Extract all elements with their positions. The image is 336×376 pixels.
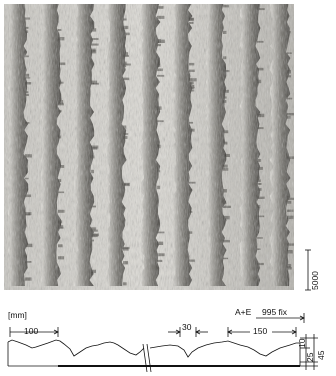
dim-100-label: 100	[24, 326, 38, 336]
dim-150-arrow-left	[227, 329, 233, 335]
dim-30-arrow-right	[195, 329, 201, 335]
unit-label: [mm]	[8, 310, 27, 320]
dim-150-label: 150	[253, 326, 267, 336]
break-mark-2	[146, 343, 152, 373]
right-dim-10-label: 10	[297, 338, 307, 348]
fix-label: 995 fix	[262, 307, 288, 317]
right-dim-45-label: 45	[316, 350, 326, 360]
dim-30-arrow-left	[175, 329, 181, 335]
break-mark-1	[142, 343, 148, 373]
dim-100-arrow-right	[53, 329, 59, 335]
right-dim-25-label: 25	[305, 352, 315, 362]
profile-contour-left	[7, 339, 145, 357]
dim-150-arrow-right	[291, 329, 297, 335]
ae-label: A+E	[235, 307, 252, 317]
fix-dimension-arrow	[299, 315, 305, 321]
height-label: 5000	[310, 271, 320, 290]
profile-contour-right	[149, 340, 300, 358]
photo-grain	[4, 4, 294, 290]
dim-30-label: 30	[182, 322, 192, 332]
formliner-texture-photo	[4, 4, 294, 290]
